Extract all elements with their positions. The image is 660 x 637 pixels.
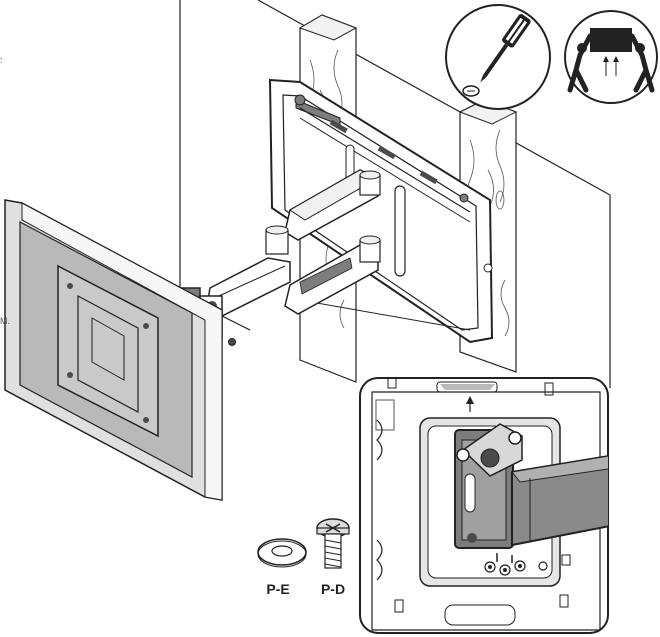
edge-fragment-top: : xyxy=(0,55,3,65)
screwdriver-icon xyxy=(445,4,551,110)
part-label-pd: P-D xyxy=(321,581,345,597)
part-label-pe: P-E xyxy=(266,581,289,597)
part-pd-screw xyxy=(316,518,350,569)
two-person-lift-icon xyxy=(564,10,658,104)
part-pe-washer xyxy=(257,538,307,568)
detail-inset xyxy=(359,377,609,634)
edge-fragment-mid: M. xyxy=(0,316,10,326)
tv-panel xyxy=(4,199,223,501)
